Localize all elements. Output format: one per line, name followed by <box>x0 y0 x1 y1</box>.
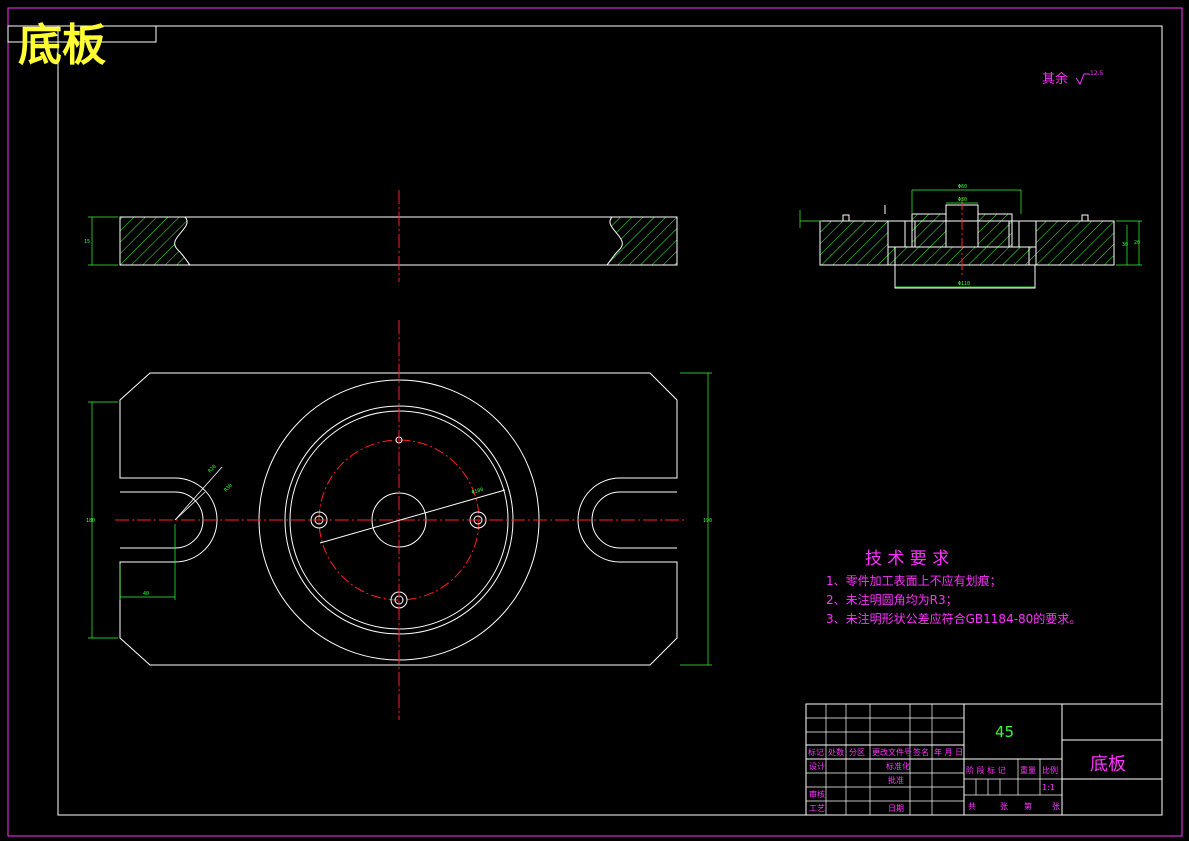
dim-plan-height: 180 <box>86 518 95 524</box>
sheet-info: 共 <box>968 802 976 811</box>
rev-header: 签名 <box>913 747 929 757</box>
surface-note-value: 12.5 <box>1090 70 1104 77</box>
row-label: 工艺 <box>809 804 825 813</box>
drawing-title: 底板 <box>18 20 106 71</box>
info-header: 阶 段 标 记 <box>966 765 1006 775</box>
tech-heading: 技 术 要 求 <box>865 549 949 569</box>
tech-requirements: 技 术 要 求 1、零件加工表面上不应有划痕； 2、未注明圆角均为R3； 3、未… <box>826 549 1081 626</box>
dim-side-thickness: 15 <box>84 239 90 245</box>
part-name: 底板 <box>1090 754 1126 775</box>
rev-header: 更改文件号 <box>872 747 912 757</box>
sheet-info: 张 <box>1000 802 1008 811</box>
dim-slot-radius: R20 <box>207 464 218 475</box>
rev-header: 分区 <box>849 748 865 757</box>
title-block: 45 底板 标记 处数 分区 更改文件号 签名 年 月 日 设计 审核 工艺 标… <box>805 703 1163 816</box>
scale-value: 1:1 <box>1042 783 1055 792</box>
surface-note: 其余 12.5 <box>1042 70 1104 87</box>
plan-view: Φ100 R20 R30 180 190 40 <box>86 320 712 720</box>
dim-slot-radius2: R30 <box>223 483 234 494</box>
dim-plan-width: 190 <box>703 518 712 524</box>
section-view: Φ60 Φ30 Φ110 20 30 <box>799 184 1142 289</box>
sheet-info: 张 <box>1052 802 1060 811</box>
dim-sec-height2: 30 <box>1122 242 1128 248</box>
tech-item: 2、未注明圆角均为R3； <box>826 592 958 607</box>
surface-note-label: 其余 <box>1042 71 1068 87</box>
dim-sec-inner: Φ30 <box>958 197 967 203</box>
outer-border <box>7 7 1183 837</box>
mid-label: 日期 <box>888 804 904 813</box>
mid-label: 标准化 <box>886 761 910 771</box>
row-label: 审核 <box>809 789 825 799</box>
rev-header: 处数 <box>828 747 844 757</box>
dim-bolt-circle: Φ100 <box>471 487 484 496</box>
title-box <box>7 25 157 43</box>
material: 45 <box>995 723 1014 741</box>
rev-header: 年 月 日 <box>934 747 963 757</box>
rev-header: 标记 <box>808 747 824 757</box>
dim-sec-height: 20 <box>1134 240 1140 246</box>
dim-sec-top: Φ60 <box>958 184 967 190</box>
row-label: 设计 <box>809 761 825 771</box>
info-header: 比例 <box>1042 765 1058 775</box>
inner-border <box>57 25 1163 816</box>
dim-sec-bottom: Φ110 <box>958 281 970 287</box>
side-view: 15 <box>84 190 678 282</box>
tech-item: 1、零件加工表面上不应有划痕； <box>826 573 1002 588</box>
roughness-symbol-icon <box>1075 73 1090 86</box>
sheet-info: 第 <box>1024 801 1032 811</box>
mid-label: 批准 <box>888 775 904 785</box>
info-header: 重量 <box>1020 765 1036 775</box>
tech-item: 3、未注明形状公差应符合GB1184-80的要求。 <box>826 611 1081 626</box>
dim-slot-offset: 40 <box>143 591 149 597</box>
